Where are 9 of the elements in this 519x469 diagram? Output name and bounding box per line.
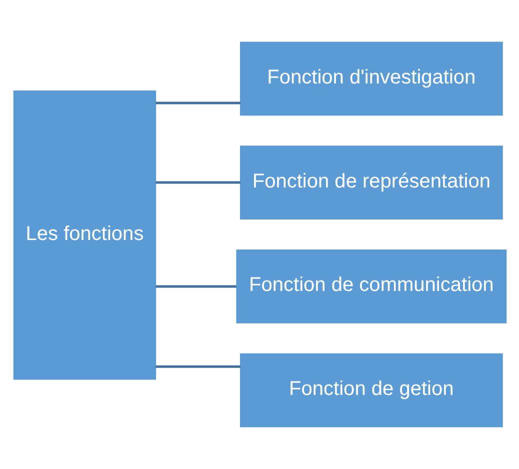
connector: [155, 285, 236, 288]
node-box: Fonction de communication: [236, 250, 506, 324]
node-box: Fonction de getion: [239, 353, 502, 428]
connector: [155, 181, 240, 184]
connector: [155, 365, 240, 368]
node-box: Fonction d'investigation: [239, 42, 502, 116]
connector: [155, 102, 240, 104]
node-box: Fonction de représentation: [239, 146, 502, 220]
node-box: Les fonctions: [12, 90, 156, 380]
